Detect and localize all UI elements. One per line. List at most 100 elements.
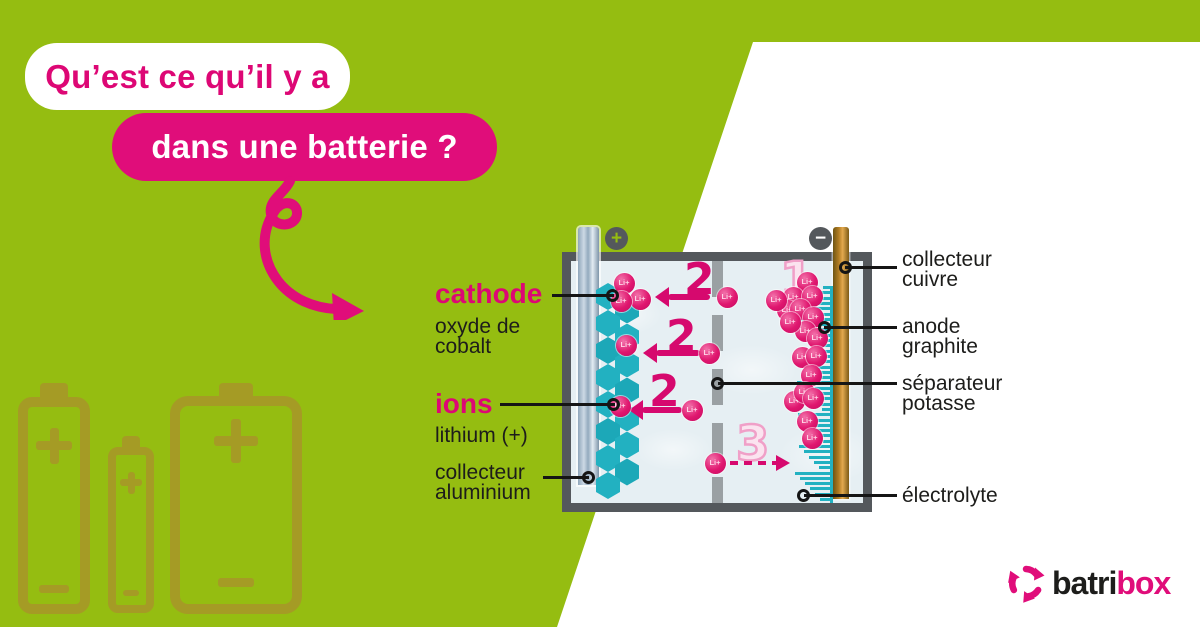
graphite-line (818, 434, 833, 438)
lithium-ion: Li+ (796, 410, 818, 432)
lithium-ion-label: Li+ (788, 396, 800, 406)
batribox-logo: batribox (1006, 563, 1171, 603)
graphite-line (795, 471, 833, 475)
graphite-line (810, 487, 833, 491)
logo-wordmark: batribox (1052, 565, 1171, 601)
question-bubble-bottom: dans une batterie ? (112, 113, 497, 181)
lithium-ion: Li+ (681, 399, 703, 421)
graphite-line (809, 455, 833, 459)
lithium-ion-label: Li+ (806, 433, 818, 443)
lithium-ion-label: Li+ (806, 291, 818, 301)
aluminium-collector-bar (578, 227, 599, 485)
lithium-ion-label: Li+ (801, 277, 813, 287)
graphite-line (808, 423, 833, 427)
battery-nub (40, 383, 68, 397)
graphite-line (809, 301, 833, 305)
callout-dot-aluminium (582, 471, 595, 484)
step-2-number: 2 (649, 366, 680, 417)
lithium-ion-label: Li+ (686, 405, 698, 415)
minus-icon (218, 578, 254, 587)
callout-line-aluminium (543, 476, 589, 479)
battery-nub (219, 383, 253, 396)
copper-collector-bar (833, 227, 849, 499)
recycle-icon (1006, 563, 1045, 603)
question-bubble-top: Qu’est ce qu’il y a (25, 43, 350, 110)
callout-dot-electrolyte (797, 489, 810, 502)
graphite-line (819, 312, 833, 316)
minus-terminal-label: − (814, 228, 827, 249)
label-ions: ions (435, 388, 493, 419)
lithium-ion-label: Li+ (634, 294, 646, 304)
graphite-line (821, 376, 833, 380)
logo-text-box: box (1116, 565, 1171, 601)
left-arrow-icon (643, 343, 700, 363)
battery-nub (122, 436, 140, 447)
graphite-line (814, 307, 833, 311)
plus-icon (49, 427, 59, 464)
callout-dot-ions (607, 398, 620, 411)
graphite-line (804, 450, 833, 454)
label-anode: anode graphite (902, 315, 978, 358)
lithium-ion-label: Li+ (799, 326, 811, 336)
plus-icon (231, 419, 241, 463)
lithium-ion-label: Li+ (618, 278, 630, 288)
lithium-ion-label: Li+ (721, 292, 733, 302)
callout-dot-separator (711, 377, 724, 390)
label-separator: séparateur potasse (902, 372, 1003, 415)
label-cathode: cathode (435, 278, 543, 309)
graphite-line (823, 439, 833, 443)
callout-line-cathode (552, 294, 614, 297)
lithium-ion-label: Li+ (805, 370, 817, 380)
question-line1: Qu’est ce qu’il y a (45, 57, 330, 95)
lithium-ion: Li+ (716, 286, 738, 308)
lithium-ion-label: Li+ (810, 351, 822, 361)
label-collector-copper: collecteur cuivre (902, 248, 992, 291)
plus-icon (127, 471, 135, 494)
graphite-line (811, 365, 833, 369)
lithium-ion: Li+ (613, 272, 635, 294)
graphite-line (805, 482, 833, 486)
callout-line-electrolyte (804, 494, 897, 497)
curly-arrow-icon (259, 176, 364, 320)
lithium-ion-label: Li+ (807, 312, 819, 322)
label-cathode-sub: oxyde de cobalt (435, 315, 521, 358)
lithium-ion-label: Li+ (770, 295, 782, 305)
plus-terminal-label: + (610, 228, 623, 249)
callout-line-ions (500, 403, 615, 406)
callout-dot-anode (818, 321, 831, 334)
step-3-number: 3 (735, 416, 771, 472)
lithium-ion: Li+ (802, 387, 824, 409)
label-ions-sub: lithium (+) (435, 424, 528, 447)
lithium-ion-label: Li+ (784, 317, 796, 327)
battery-icon-wide (170, 383, 302, 614)
lithium-ion: Li+ (800, 364, 822, 386)
graphite-line (820, 344, 833, 348)
left-arrow-icon (629, 400, 682, 420)
minus-icon (39, 585, 69, 593)
minus-icon (123, 590, 139, 596)
callout-line-copper (845, 266, 897, 269)
lithium-ion-label: Li+ (781, 305, 793, 315)
lithium-ion: Li+ (629, 288, 651, 310)
label-collector-aluminium: collecteur aluminium (435, 461, 531, 504)
label-electrolyte: électrolyte (902, 484, 998, 507)
callout-dot-copper (839, 261, 852, 274)
logo-text-batri: batri (1052, 565, 1117, 601)
lithium-ion: Li+ (704, 452, 726, 474)
graphite-line (822, 407, 833, 411)
lithium-ion-label: Li+ (615, 296, 627, 306)
lithium-ion: Li+ (779, 311, 801, 333)
graphite-line (800, 476, 833, 480)
graphite-line (814, 460, 833, 464)
dashed-right-arrow-icon (730, 455, 790, 471)
lithium-ion: Li+ (805, 345, 827, 367)
lithium-ion-label: Li+ (794, 304, 806, 314)
lithium-ion-label: Li+ (709, 458, 721, 468)
callout-line-separator (718, 382, 897, 385)
plus-terminal-icon: + (605, 227, 628, 250)
graphite-line (816, 370, 833, 374)
lithium-ion: Li+ (801, 427, 823, 449)
graphite-line (823, 286, 833, 289)
battery-icon-large (18, 383, 90, 614)
